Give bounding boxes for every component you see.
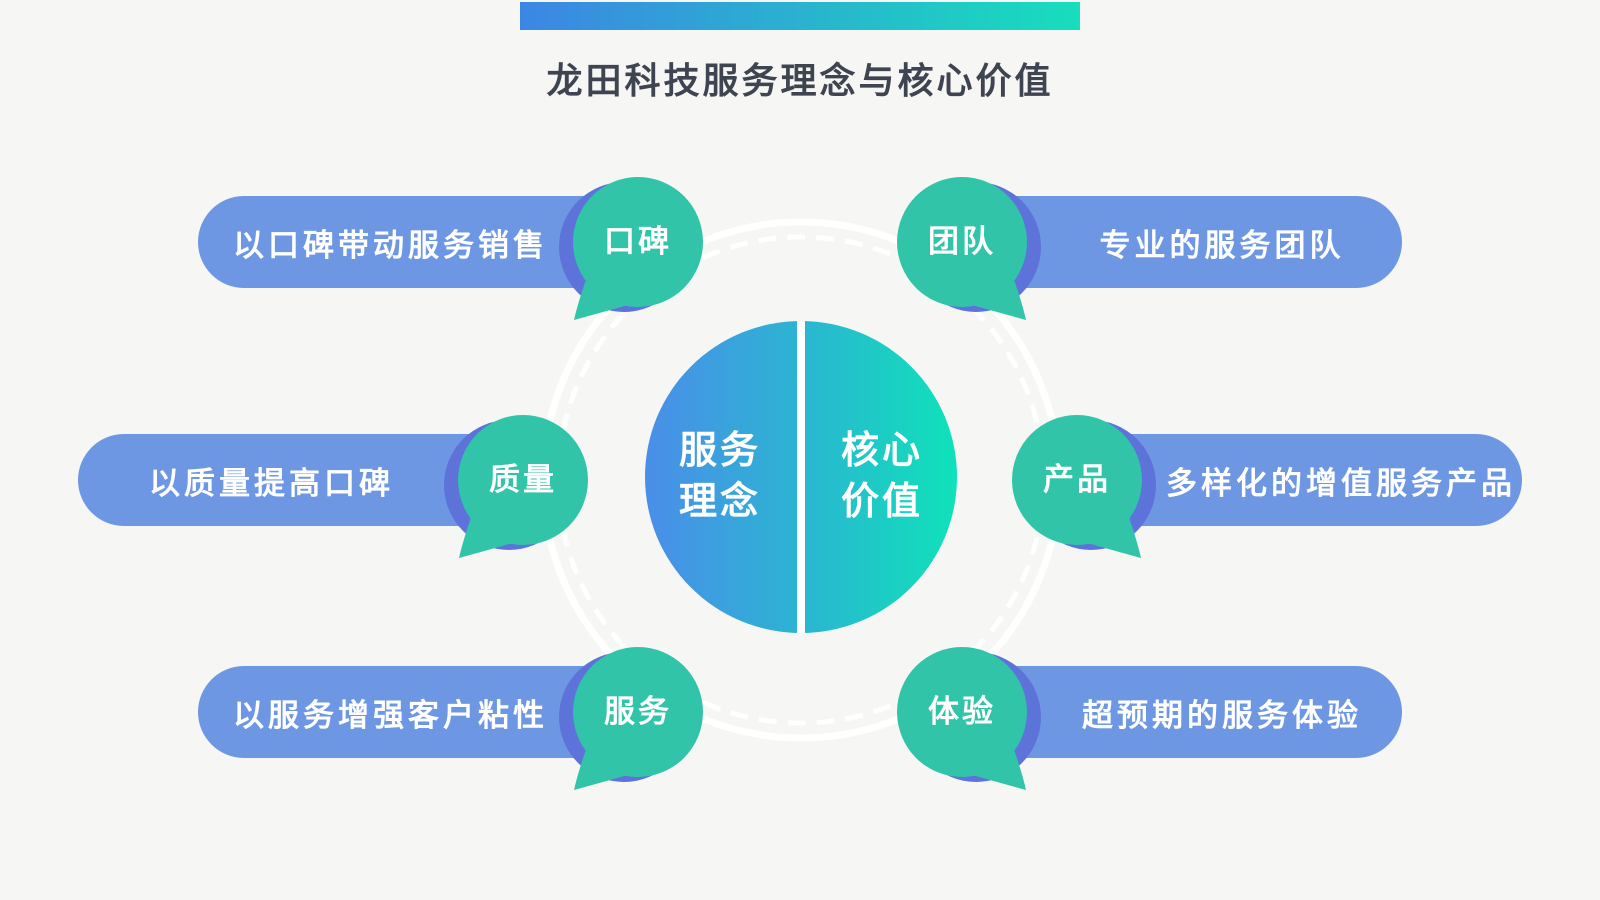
badge-word-of-mouth: 口碑 — [604, 224, 672, 259]
service-concept-label: 服务 理念 — [645, 321, 795, 633]
pill-label: 以口碑带动服务销售 — [233, 227, 548, 263]
pill-label: 专业的服务团队 — [1099, 227, 1345, 263]
core-value-label: 核心 价值 — [807, 321, 957, 633]
title-accent-bar — [520, 2, 1080, 30]
pill-label: 以服务增强客户粘性 — [233, 697, 548, 733]
core-value-line2: 价值 — [840, 481, 923, 523]
badge-quality: 质量 — [489, 462, 557, 497]
badge-team: 团队 — [928, 224, 996, 259]
page-title: 龙田科技服务理念与核心价值 — [546, 60, 1054, 101]
badge-service: 服务 — [604, 694, 672, 729]
service-concept-line1: 服务 — [678, 429, 761, 472]
pill-label: 以质量提高口碑 — [149, 465, 394, 501]
core-value-line1: 核心 — [840, 429, 923, 472]
badge-experience: 体验 — [928, 694, 996, 729]
service-concept-line2: 理念 — [678, 481, 761, 523]
pill-label: 多样化的增值服务产品 — [1166, 465, 1516, 501]
pill-label: 超预期的服务体验 — [1082, 697, 1362, 733]
circle-divider — [797, 321, 805, 633]
badge-product: 产品 — [1043, 462, 1111, 497]
center-circle: 服务 理念 核心 价值 — [645, 321, 957, 633]
